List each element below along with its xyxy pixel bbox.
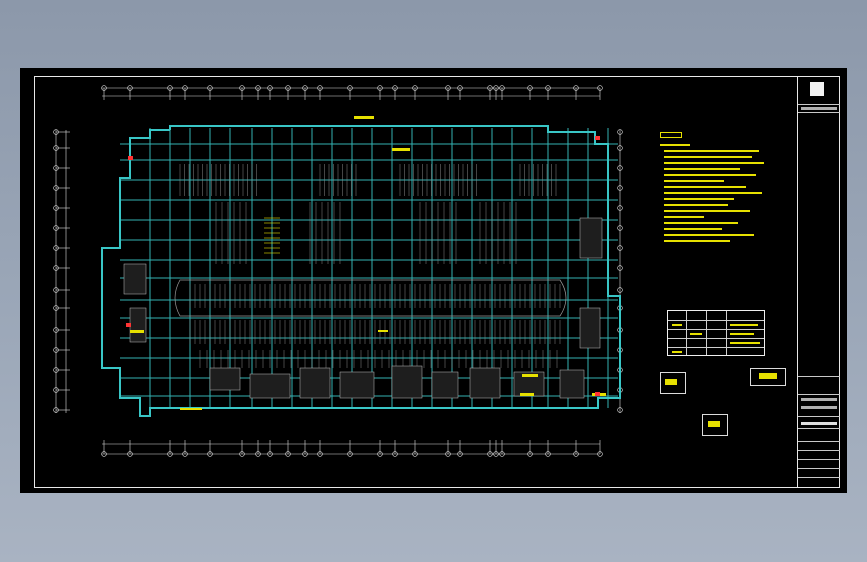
top-axis [101, 85, 603, 100]
notes-heading [660, 132, 682, 138]
drive-aisle [174, 279, 567, 317]
equipment-room [249, 373, 291, 399]
note-line [664, 174, 756, 176]
note-line [664, 228, 722, 230]
note-line [664, 192, 762, 194]
equipment-room [431, 371, 459, 399]
equipment-room [469, 367, 501, 399]
parking-stalls [179, 164, 561, 368]
note-line [664, 234, 754, 236]
note-line [664, 186, 746, 188]
equipment-room [579, 307, 601, 349]
grid-axis-bubble-icon [617, 165, 623, 171]
title-block [797, 76, 840, 488]
grid-axis-bubble-icon [617, 205, 623, 211]
note-line [664, 168, 740, 170]
note-line [664, 198, 734, 200]
note-line [664, 156, 752, 158]
note-line [664, 180, 724, 182]
note-line [664, 216, 704, 218]
stair-ramp [264, 217, 280, 254]
grid-axis-bubble-icon [617, 265, 623, 271]
title-block-logo-icon [810, 82, 824, 96]
equipment-room [579, 217, 603, 259]
annotation-tag [378, 330, 388, 332]
equipment-room [559, 369, 585, 399]
red-markers [126, 136, 600, 396]
equipment-rooms [123, 217, 603, 399]
grid-axis-bubble-icon [617, 407, 623, 413]
annotation-tag [392, 148, 410, 151]
grid-axis-bubble-icon [617, 185, 623, 191]
annotation-tag [180, 408, 202, 410]
structural-grid [120, 128, 618, 408]
note-line [664, 240, 730, 242]
note-line [664, 204, 728, 206]
drawing-frame [34, 76, 840, 488]
annotation-tag [354, 116, 374, 119]
annotation-tag [520, 393, 534, 396]
general-notes [660, 132, 780, 252]
equipment-room [123, 263, 147, 295]
bottom-axis [101, 440, 603, 457]
grid-axis-bubble-icon [617, 145, 623, 151]
equipment-room [299, 367, 331, 399]
drawing-sheet[interactable] [20, 68, 847, 493]
annotation-tag [130, 330, 144, 333]
detail-sketch-1 [660, 372, 686, 394]
grid-axis-bubble-icon [617, 225, 623, 231]
legend-table [667, 310, 765, 356]
equipment-room [339, 371, 375, 399]
detail-sketch-2 [750, 368, 786, 386]
grid-axis-bubble-icon [617, 245, 623, 251]
note-line [664, 222, 738, 224]
annotation-tag [522, 374, 538, 377]
grid-axis-bubble-icon [617, 129, 623, 135]
detail-sketch-3 [702, 414, 728, 436]
grid-axis-bubble-icon [617, 287, 623, 293]
note-line [664, 150, 759, 152]
note-line [660, 144, 690, 146]
note-line [664, 162, 764, 164]
equipment-room [391, 365, 423, 399]
floor-plan[interactable] [20, 68, 847, 493]
note-line [664, 210, 750, 212]
equipment-room [129, 307, 147, 343]
equipment-room [209, 367, 241, 391]
left-axis [53, 129, 70, 413]
